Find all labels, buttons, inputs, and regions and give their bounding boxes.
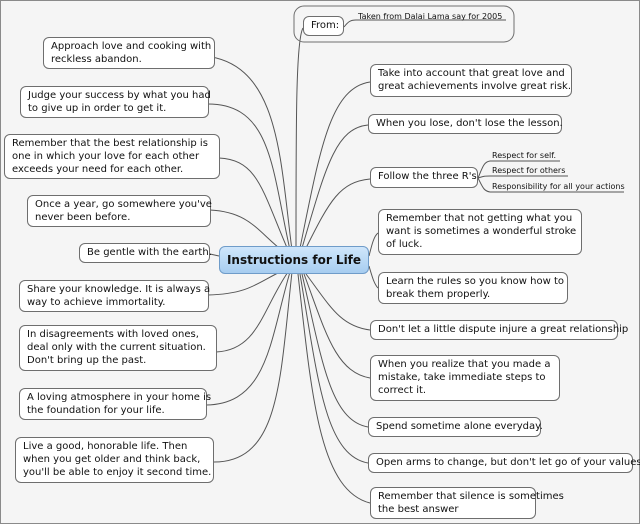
connector-sub-1 bbox=[477, 160, 560, 179]
topic-little-dispute[interactable]: Don't let a little dispute injure a grea… bbox=[370, 320, 628, 340]
topic-love-cooking[interactable]: Approach love and cooking with reckless … bbox=[43, 37, 215, 69]
connector-right-8 bbox=[301, 273, 369, 428]
topic-open-arms[interactable]: Open arms to change, but don't let go of… bbox=[368, 453, 640, 473]
connector-right-7 bbox=[303, 273, 371, 379]
connector-left-3 bbox=[218, 157, 289, 251]
connector-right-0 bbox=[295, 27, 304, 249]
connector-right-1 bbox=[299, 81, 371, 249]
connector-right-6 bbox=[305, 273, 371, 331]
connector-left-2 bbox=[207, 103, 291, 251]
topic-learn-rules[interactable]: Learn the rules so you know how to break… bbox=[378, 272, 568, 304]
source-label: From: bbox=[311, 20, 340, 31]
sub-respect-others[interactable]: Respect for others bbox=[492, 166, 566, 175]
connector-sub-3 bbox=[477, 177, 624, 193]
source-node[interactable]: From: bbox=[303, 16, 344, 36]
connector-right-4 bbox=[368, 232, 379, 257]
topic-best-relationship[interactable]: Remember that the best relationship is o… bbox=[4, 134, 220, 179]
sub-responsibility[interactable]: Responsibility for all your actions bbox=[492, 182, 625, 191]
topic-great-risk[interactable]: Take into account that great love and gr… bbox=[370, 64, 572, 97]
source-text: Taken from Dalai Lama say for 2005 bbox=[358, 12, 503, 21]
topic-stroke-of-luck[interactable]: Remember that not getting what you want … bbox=[378, 209, 582, 255]
source-group-outline bbox=[293, 5, 515, 43]
connector-right-10 bbox=[297, 273, 371, 504]
topic-lose-lesson[interactable]: When you lose, don't lose the lesson. bbox=[368, 114, 563, 134]
connector-source-sub bbox=[343, 19, 506, 28]
topic-three-rs[interactable]: Follow the three R's bbox=[370, 167, 478, 188]
connector-right-5 bbox=[368, 265, 379, 289]
connector-left-1 bbox=[204, 55, 293, 251]
topic-judge-success[interactable]: Judge your success by what you had to gi… bbox=[20, 86, 211, 118]
connector-left-5 bbox=[209, 253, 220, 257]
connector-left-9 bbox=[213, 271, 293, 463]
topic-disagreements[interactable]: In disagreements with loved ones, deal o… bbox=[19, 325, 217, 371]
topic-silence[interactable]: Remember that silence is sometimes the b… bbox=[370, 487, 564, 519]
topic-spend-alone[interactable]: Spend sometime alone everyday. bbox=[368, 417, 543, 437]
topic-loving-atmosphere[interactable]: A loving atmosphere in your home is the … bbox=[19, 388, 211, 420]
topic-mistake[interactable]: When you realize that you made a mistake… bbox=[370, 355, 560, 401]
connector-left-8 bbox=[205, 271, 291, 406]
sub-respect-self[interactable]: Respect for self. bbox=[492, 151, 556, 160]
topic-gentle-earth[interactable]: Be gentle with the earth. bbox=[79, 243, 212, 263]
connector-sub-2 bbox=[477, 175, 568, 179]
topic-once-a-year[interactable]: Once a year, go somewhere you've never b… bbox=[27, 195, 212, 227]
topic-share-knowledge[interactable]: Share your knowledge. It is always a way… bbox=[19, 280, 210, 312]
connector-right-9 bbox=[299, 273, 369, 464]
connector-right-3 bbox=[305, 178, 371, 249]
connector-left-7 bbox=[215, 271, 289, 353]
central-topic[interactable]: Instructions for Life bbox=[219, 246, 369, 274]
connector-right-2 bbox=[301, 124, 369, 249]
topic-honorable-life[interactable]: Live a good, honorable life. Then when y… bbox=[15, 437, 214, 483]
